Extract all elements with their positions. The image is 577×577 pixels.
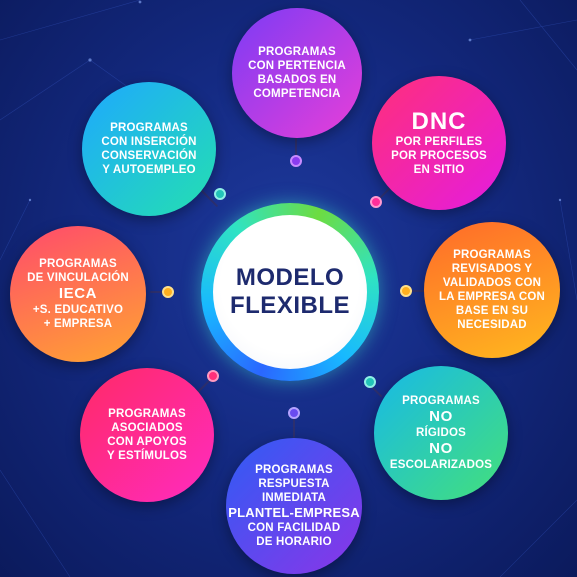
insercion-line-3: CONSERVACIÓN (101, 150, 197, 162)
node-programas-insercion: PROGRAMAS CON INSERCIÓN CONSERVACIÓN Y A… (82, 82, 216, 216)
pin-insercion (214, 188, 226, 200)
competencia-line-1: PROGRAMAS (258, 46, 336, 58)
node-dnc: DNC POR PERFILES POR PROCESOS EN SITIO (372, 76, 506, 210)
pin-respuesta (288, 407, 300, 419)
pin-vinculacion (162, 286, 174, 298)
competencia-line-3: BASADOS EN (257, 74, 337, 86)
respuesta-line-5: CON FACILIDAD (247, 522, 341, 534)
vinculacion-line-1: PROGRAMAS (39, 258, 117, 270)
no-rigidos-line-4: NO (429, 440, 453, 457)
pin-no-rigidos (364, 376, 376, 388)
competencia-line-4: COMPETENCIA (253, 88, 341, 100)
pin-competencia (290, 155, 302, 167)
revisados-line-4: LA EMPRESA CON (438, 291, 546, 303)
node-programas-respuesta: PROGRAMAS RESPUESTA INMEDIATA PLANTEL-EM… (226, 438, 362, 574)
respuesta-line-6: DE HORARIO (256, 536, 332, 548)
asociados-line-3: CON APOYOS (107, 436, 187, 448)
node-programas-vinculacion: PROGRAMAS DE VINCULACIÓN IECA +S. EDUCAT… (10, 226, 146, 362)
revisados-line-2: REVISADOS Y (451, 263, 533, 275)
no-rigidos-line-2: NO (429, 408, 453, 425)
vinculacion-line-3: IECA (58, 285, 98, 302)
revisados-line-6: NECESIDAD (457, 319, 527, 331)
asociados-line-4: Y ESTÍMULOS (107, 450, 187, 462)
center-modelo-flexible: MODELO FLEXIBLE (213, 215, 367, 369)
revisados-line-3: VALIDADOS CON (442, 277, 542, 289)
asociados-line-1: PROGRAMAS (108, 408, 186, 420)
pin-dnc (370, 196, 382, 208)
vinculacion-line-2: DE VINCULACIÓN (27, 272, 129, 284)
pin-asociados (207, 370, 219, 382)
node-programas-no-rigidos: PROGRAMAS NO RÍGIDOS NO ESCOLARIZADOS (374, 366, 508, 500)
vinculacion-line-4: +S. EDUCATIVO (32, 304, 124, 316)
insercion-line-4: Y AUTOEMPLEO (102, 164, 196, 176)
pin-revisados (400, 285, 412, 297)
dnc-line-3: EN SITIO (413, 164, 465, 176)
insercion-line-1: PROGRAMAS (110, 122, 188, 134)
respuesta-line-3: INMEDIATA (262, 492, 326, 504)
respuesta-line-1: PROGRAMAS (255, 464, 333, 476)
node-programas-asociados: PROGRAMAS ASOCIADOS CON APOYOS Y ESTÍMUL… (80, 368, 214, 502)
node-programas-competencia: PROGRAMAS CON PERTENCIA BASADOS EN COMPE… (232, 8, 362, 138)
center-line-2: FLEXIBLE (229, 292, 350, 319)
center-line-1: MODELO (235, 264, 345, 291)
no-rigidos-line-3: RÍGIDOS (416, 427, 466, 439)
revisados-line-1: PROGRAMAS (453, 249, 531, 261)
no-rigidos-line-5: ESCOLARIZADOS (389, 459, 493, 471)
insercion-line-2: CON INSERCIÓN (101, 136, 197, 148)
revisados-line-5: BASE EN SU (455, 305, 529, 317)
connector-top (295, 130, 297, 158)
node-programas-revisados: PROGRAMAS REVISADOS Y VALIDADOS CON LA E… (424, 222, 560, 358)
competencia-line-2: CON PERTENCIA (248, 60, 346, 72)
dnc-line-1: POR PERFILES (395, 136, 483, 148)
connector-right (404, 290, 428, 292)
dnc-title: DNC (411, 108, 467, 135)
vinculacion-line-5: + EMPRESA (43, 318, 113, 330)
no-rigidos-line-1: PROGRAMAS (402, 395, 480, 407)
respuesta-line-2: RESPUESTA (258, 478, 330, 490)
asociados-line-2: ASOCIADOS (111, 422, 183, 434)
respuesta-line-4: PLANTEL-EMPRESA (228, 505, 360, 520)
connector-bottom (293, 414, 295, 438)
dnc-line-2: POR PROCESOS (391, 150, 487, 162)
